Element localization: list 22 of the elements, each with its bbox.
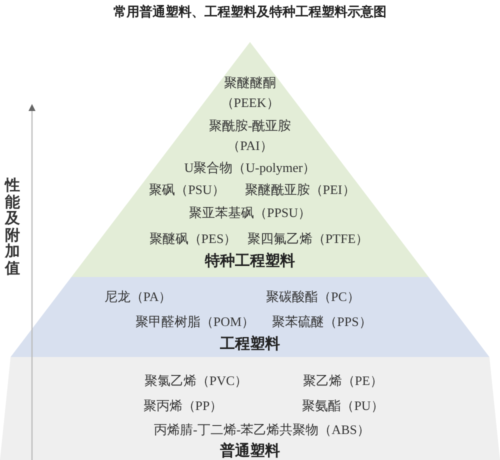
material-name: 聚酰胺-酰亚胺（PAI） (208, 116, 292, 155)
material-name: 聚醚酰亚胺（PEI） (244, 180, 356, 199)
material-name: 尼龙（PA） (104, 288, 172, 306)
material-name: 聚氯乙烯（PVC） (144, 372, 248, 390)
material-name: 聚四氟乙烯（PTFE） (247, 230, 369, 248)
material-name: 聚乙烯（PE） (302, 372, 384, 390)
material-name: 聚氨酯（PU） (302, 396, 384, 415)
material-name: 聚苯硫醚（PPS） (272, 312, 372, 331)
tier-heading: 特种工程塑料 (205, 251, 295, 272)
material-name: 聚砜（PSU） (149, 180, 225, 199)
material-name: 聚丙烯（PP） (143, 396, 223, 415)
axis-label: 性能及附加值 (5, 178, 20, 277)
material-name: 聚醚醚酮（PEEK） (220, 74, 280, 112)
material-name: 聚碳酸酯（PC） (266, 288, 360, 306)
material-name: U聚合物（U-polymer） (184, 158, 316, 177)
material-name: 聚亚苯基砜（PPSU） (188, 204, 312, 222)
tier-heading: 普通塑料 (220, 441, 280, 460)
material-name: 丙烯腈-丁二烯-苯乙烯共聚物（ABS） (154, 420, 370, 439)
diagram-title: 常用普通塑料、工程塑料及特种工程塑料示意图 (112, 3, 388, 21)
material-name: 聚甲醛树脂（POM） (135, 312, 255, 331)
material-name: 聚醚砜（PES） (149, 230, 237, 248)
tier-heading: 工程塑料 (220, 334, 280, 354)
